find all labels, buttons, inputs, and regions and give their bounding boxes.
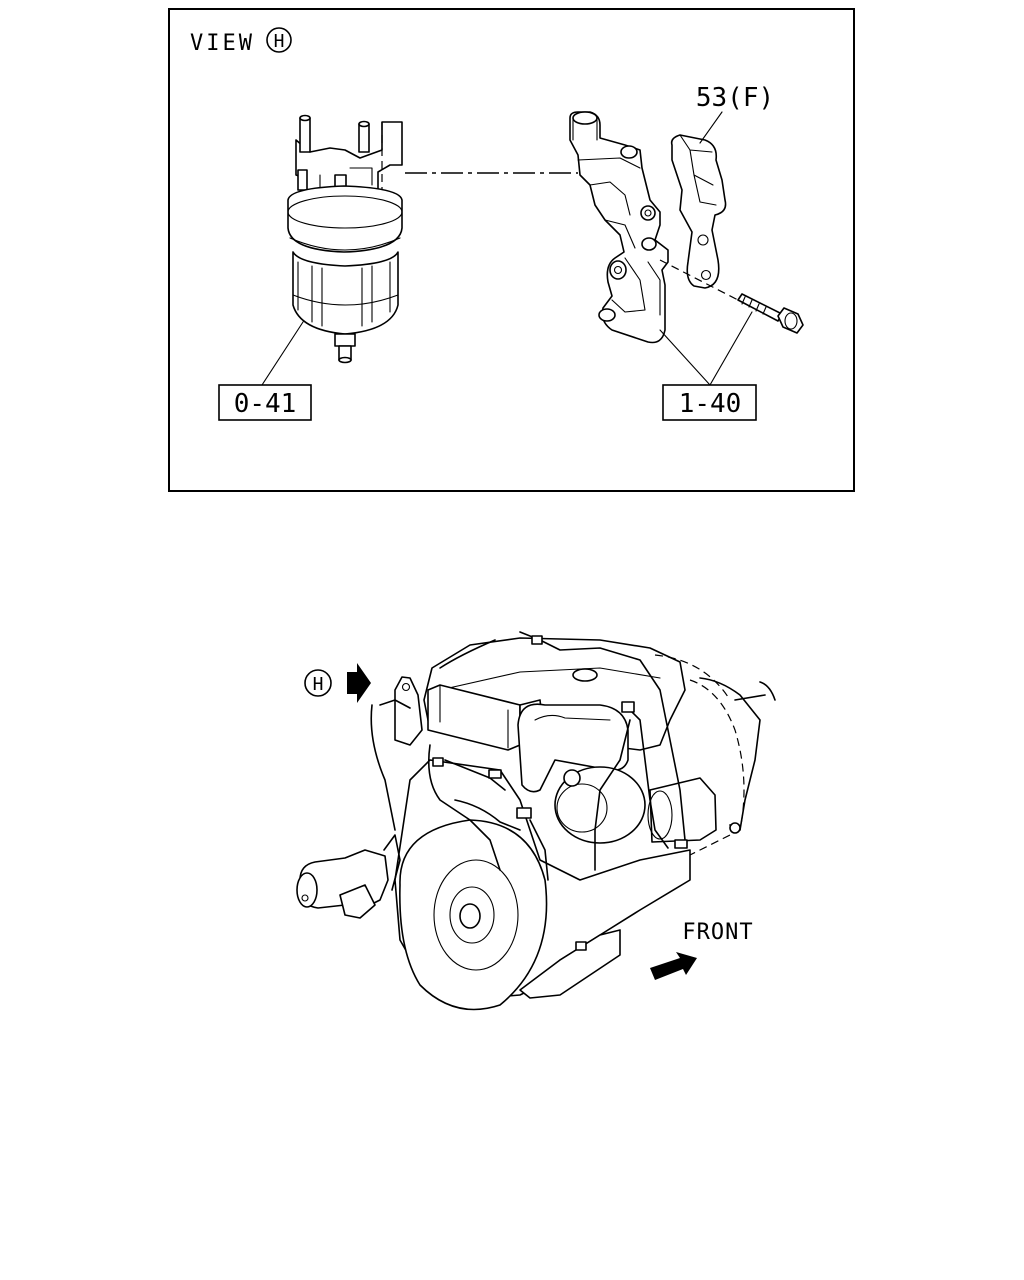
callout-bracket-assembly: 1-40 [662,384,757,421]
engine-view-marker: H [304,663,371,703]
callout-bracket-assembly-text: 1-40 [679,389,742,419]
bracket-plate-drawing [659,134,804,334]
front-direction-arrow [650,952,697,980]
bracket-assembly-drawing [569,111,669,344]
front-label: FRONT [682,920,753,945]
view-panel-frame [168,8,855,492]
callout-bracket-plate-text: 53(F) [696,83,774,113]
view-marker-circle: H [266,27,292,53]
engine-view-marker-letter: H [313,674,324,695]
callout-fuel-filter-text: 0-41 [234,389,297,419]
callout-fuel-filter: 0-41 [218,384,312,421]
view-marker-letter: H [274,31,285,52]
view-panel: VIEW H [168,8,855,492]
engine-drawing [296,631,776,1011]
view-direction-arrow [347,663,371,703]
leader-lines [261,111,753,386]
view-label: VIEW [190,31,255,56]
fuel-filter-drawing [287,114,403,364]
engine-view: H [296,631,776,1011]
